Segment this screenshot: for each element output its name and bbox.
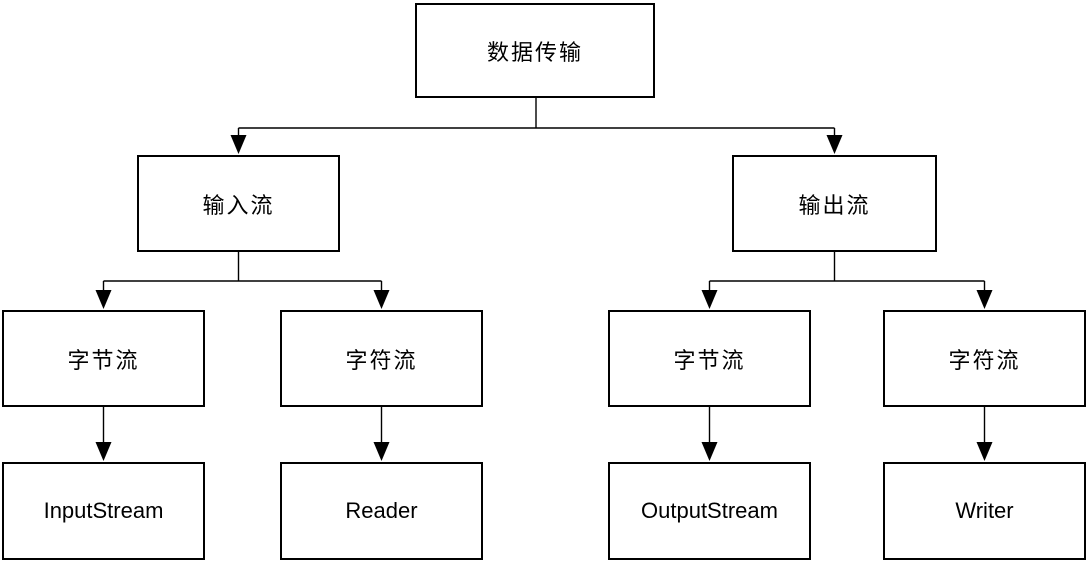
- arrowhead-input-byte: [95, 290, 112, 309]
- node-data-transfer: 数据传输: [415, 3, 655, 98]
- arrowhead-outputstream: [701, 442, 718, 461]
- node-outputstream-class: OutputStream: [608, 462, 811, 560]
- arrowhead-reader: [373, 442, 390, 461]
- arrowhead-output: [826, 135, 843, 154]
- node-input-byte-stream: 字节流: [2, 310, 205, 407]
- node-reader-class: Reader: [280, 462, 483, 560]
- arrowhead-output-byte: [701, 290, 718, 309]
- arrowhead-inputstream: [95, 442, 112, 461]
- arrowhead-input-char: [373, 290, 390, 309]
- node-output-byte-stream: 字节流: [608, 310, 811, 407]
- arrowhead-input: [230, 135, 247, 154]
- node-input-stream-cn: 输入流: [137, 155, 340, 252]
- node-writer-class: Writer: [883, 462, 1086, 560]
- node-output-char-stream: 字符流: [883, 310, 1086, 407]
- arrowhead-output-char: [976, 290, 993, 309]
- node-input-char-stream: 字符流: [280, 310, 483, 407]
- node-output-stream-cn: 输出流: [732, 155, 937, 252]
- node-inputstream-class: InputStream: [2, 462, 205, 560]
- arrowhead-writer: [976, 442, 993, 461]
